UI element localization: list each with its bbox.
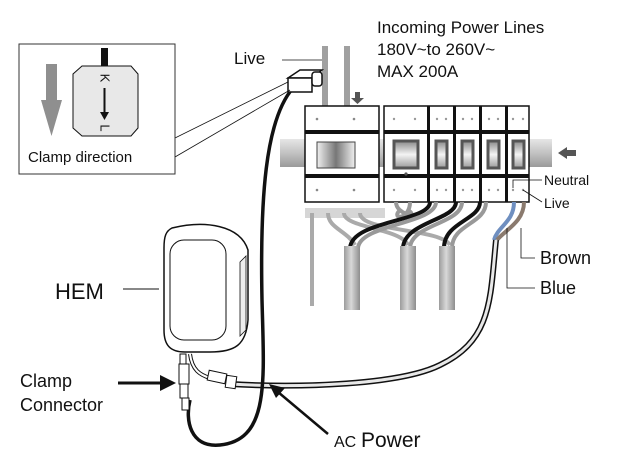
clamp-direction-inset <box>18 43 176 175</box>
cable-conduit-3 <box>439 246 455 310</box>
ac-power-connector <box>188 353 238 390</box>
incoming-max: MAX 200A <box>377 62 459 81</box>
rail-arrow-icon <box>558 147 576 159</box>
ac-power-cable <box>229 239 499 389</box>
ac-power-label: Power <box>361 429 421 452</box>
incoming-title: Incoming Power Lines <box>377 18 544 37</box>
live-terminal-label: Live <box>544 195 570 211</box>
hem-device <box>163 223 249 353</box>
hem-label: HEM <box>55 279 104 304</box>
brown-label: Brown <box>540 248 591 268</box>
clamp-connector-label-line1: Clamp <box>20 371 72 391</box>
clamp-l-label: L <box>98 124 113 131</box>
clamp-connector-label-line2: Connector <box>20 395 103 415</box>
breaker-bank <box>383 105 530 203</box>
ac-power-arrow-icon <box>269 384 285 398</box>
cable-conduit-2 <box>400 246 416 310</box>
incoming-live-line <box>322 46 328 108</box>
incoming-voltage: 180V~to 260V~ <box>377 40 495 59</box>
neutral-label: Neutral <box>544 172 589 188</box>
direction-arrow-icon <box>41 64 62 136</box>
branch-wires <box>348 201 526 249</box>
main-breaker <box>304 105 380 203</box>
ac-prefix-label: AC <box>334 434 356 451</box>
clamp-k-label: K <box>98 74 113 83</box>
incoming-neutral-line <box>344 46 350 108</box>
clamp-direction-label: Clamp direction <box>28 149 132 166</box>
cable-conduit-1 <box>344 246 360 310</box>
clamp-connector-arrow-icon <box>160 375 176 391</box>
blue-label: Blue <box>540 278 576 298</box>
live-top-label: Live <box>234 49 265 68</box>
clamp-cable <box>186 86 295 447</box>
incoming-arrow-icon <box>351 92 364 104</box>
ct-clamp <box>285 69 325 93</box>
clamp-connector <box>178 353 190 411</box>
